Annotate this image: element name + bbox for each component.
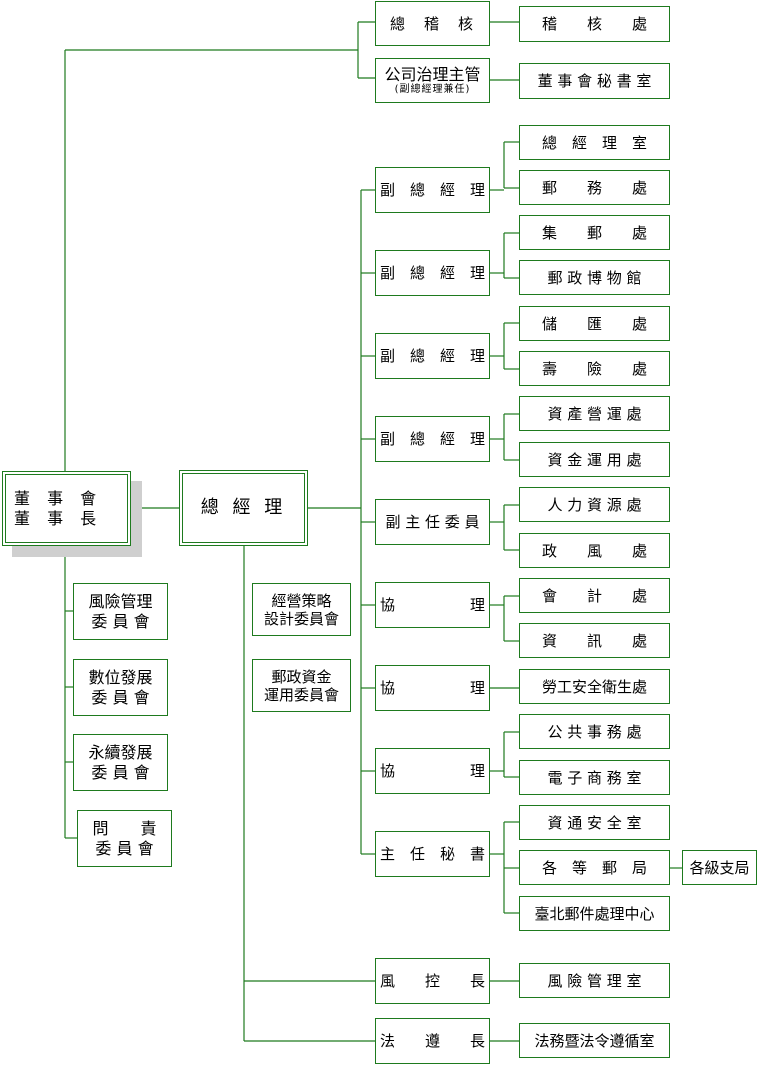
exec-label: 副 總 經 理 bbox=[379, 264, 485, 282]
committee-suffix: 委 員 會 bbox=[91, 762, 150, 782]
audit-chief-label: 總 稽 核 bbox=[389, 14, 475, 33]
chief-risk-officer-label: 風 控 長 bbox=[379, 972, 485, 990]
exec-deputy-gm-1[interactable]: 副 總 經 理 bbox=[375, 167, 490, 213]
committee-suffix: 運用委員會 bbox=[263, 685, 339, 704]
dept-cybersecurity[interactable]: 資 通 安 全 室 bbox=[519, 805, 670, 840]
exec-label: 副 主 任 委 員 bbox=[385, 513, 480, 531]
dept-savings-remittance[interactable]: 儲 匯 處 bbox=[519, 306, 670, 341]
exec-label: 協 理 bbox=[379, 679, 485, 697]
dept-labor-safety[interactable]: 勞工安全衛生處 bbox=[519, 669, 670, 704]
dept-label: 資 金 運 用 處 bbox=[547, 450, 642, 469]
exec-chief-secretary[interactable]: 主 任 秘 書 bbox=[375, 831, 490, 877]
exec-deputy-gm-3[interactable]: 副 總 經 理 bbox=[375, 333, 490, 379]
committee-name: 問 責 bbox=[92, 819, 157, 839]
general-manager-label: 總 經 理 bbox=[200, 497, 287, 519]
dept-information[interactable]: 資 訊 處 bbox=[519, 623, 670, 658]
dept-fund-management[interactable]: 資 金 運 用 處 bbox=[519, 442, 670, 477]
risk-office-label: 風 險 管 理 室 bbox=[547, 971, 642, 990]
dept-label: 會 計 處 bbox=[541, 586, 647, 605]
governance-officer-note: (副總經理兼任) bbox=[394, 84, 471, 96]
committee-name: 風險管理 bbox=[88, 592, 153, 612]
chairman-box[interactable]: 董 事 會 董 事 長 bbox=[2, 471, 131, 546]
committee-suffix: 委 員 會 bbox=[91, 611, 150, 631]
chief-risk-officer-box[interactable]: 風 控 長 bbox=[375, 958, 490, 1004]
dept-label: 臺北郵件處理中心 bbox=[534, 904, 655, 923]
committee-name: 郵政資金 bbox=[271, 667, 332, 686]
exec-assistant-gm-2[interactable]: 協 理 bbox=[375, 665, 490, 711]
audit-chief-box[interactable]: 總 稽 核 bbox=[375, 1, 490, 46]
risk-management-office[interactable]: 風 險 管 理 室 bbox=[519, 963, 670, 998]
compliance-office-label: 法務暨法令遵循室 bbox=[534, 1031, 655, 1050]
audit-dept-box[interactable]: 稽 核 處 bbox=[519, 6, 670, 42]
committee-strategy-design[interactable]: 經營策略 設計委員會 bbox=[252, 583, 351, 636]
committee-name: 永續發展 bbox=[88, 743, 153, 763]
dept-label: 總 經 理 室 bbox=[541, 133, 647, 152]
dept-taipei-mail-center[interactable]: 臺北郵件處理中心 bbox=[519, 896, 670, 931]
dept-label: 公 共 事 務 處 bbox=[547, 722, 642, 741]
general-manager-box[interactable]: 總 經 理 bbox=[179, 470, 308, 546]
committee-suffix: 設計委員會 bbox=[263, 609, 339, 628]
branch-offices-label: 各級支局 bbox=[689, 858, 750, 877]
chief-compliance-officer-box[interactable]: 法 遵 長 bbox=[375, 1018, 490, 1064]
dept-label: 資 訊 處 bbox=[541, 631, 647, 650]
exec-deputy-gm-4[interactable]: 副 總 經 理 bbox=[375, 416, 490, 462]
audit-dept-label: 稽 核 處 bbox=[541, 15, 647, 33]
dept-label: 資 產 營 運 處 bbox=[547, 404, 642, 423]
exec-label: 協 理 bbox=[379, 596, 485, 614]
chief-compliance-officer-label: 法 遵 長 bbox=[379, 1032, 485, 1050]
board-secretary-box[interactable]: 董 事 會 秘 書 室 bbox=[519, 63, 670, 99]
exec-deputy-gm-2[interactable]: 副 總 經 理 bbox=[375, 250, 490, 296]
dept-accounting[interactable]: 會 計 處 bbox=[519, 578, 670, 613]
dept-label: 郵 政 博 物 館 bbox=[547, 268, 642, 287]
dept-label: 儲 匯 處 bbox=[541, 314, 647, 333]
exec-label: 副 總 經 理 bbox=[379, 430, 485, 448]
dept-e-commerce[interactable]: 電 子 商 務 室 bbox=[519, 760, 670, 795]
committee-accountability[interactable]: 問 責 委 員 會 bbox=[77, 810, 172, 867]
committee-sustainability[interactable]: 永續發展 委 員 會 bbox=[73, 734, 168, 791]
dept-label: 政 風 處 bbox=[541, 541, 647, 560]
dept-label: 電 子 商 務 室 bbox=[547, 768, 642, 787]
board-secretary-label: 董 事 會 秘 書 室 bbox=[537, 72, 652, 90]
exec-label: 副 總 經 理 bbox=[379, 347, 485, 365]
legal-compliance-office[interactable]: 法務暨法令遵循室 bbox=[519, 1023, 670, 1058]
exec-deputy-chair[interactable]: 副 主 任 委 員 bbox=[375, 499, 490, 545]
dept-label: 資 通 安 全 室 bbox=[547, 813, 642, 832]
committee-name: 經營策略 bbox=[271, 591, 332, 610]
exec-assistant-gm-1[interactable]: 協 理 bbox=[375, 582, 490, 628]
committee-digital-development[interactable]: 數位發展 委 員 會 bbox=[73, 659, 168, 716]
dept-label: 壽 險 處 bbox=[541, 359, 647, 378]
exec-label: 副 總 經 理 bbox=[379, 181, 485, 199]
committee-suffix: 委 員 會 bbox=[91, 687, 150, 707]
dept-label: 勞工安全衛生處 bbox=[541, 677, 647, 696]
chairman-board-label: 董 事 會 bbox=[14, 489, 103, 509]
dept-civil-service-ethics[interactable]: 政 風 處 bbox=[519, 533, 670, 568]
committee-risk-management[interactable]: 風險管理 委 員 會 bbox=[73, 583, 168, 640]
exec-assistant-gm-3[interactable]: 協 理 bbox=[375, 748, 490, 794]
committee-suffix: 委 員 會 bbox=[95, 838, 154, 858]
dept-label: 集 郵 處 bbox=[541, 223, 647, 242]
committee-postal-fund[interactable]: 郵政資金 運用委員會 bbox=[252, 659, 351, 712]
exec-label: 協 理 bbox=[379, 762, 485, 780]
dept-human-resources[interactable]: 人 力 資 源 處 bbox=[519, 487, 670, 522]
committee-name: 數位發展 bbox=[88, 668, 153, 688]
exec-label: 主 任 秘 書 bbox=[379, 845, 485, 863]
dept-public-affairs[interactable]: 公 共 事 務 處 bbox=[519, 714, 670, 749]
branch-offices-box[interactable]: 各級支局 bbox=[682, 850, 757, 885]
governance-officer-box[interactable]: 公司治理主管 (副總經理兼任) bbox=[375, 58, 490, 103]
dept-life-insurance[interactable]: 壽 險 處 bbox=[519, 351, 670, 386]
dept-label: 郵 務 處 bbox=[541, 178, 647, 197]
dept-post-offices[interactable]: 各 等 郵 局 bbox=[519, 850, 670, 885]
chairman-title-label: 董 事 長 bbox=[14, 508, 103, 528]
dept-gm-office[interactable]: 總 經 理 室 bbox=[519, 125, 670, 160]
dept-label: 各 等 郵 局 bbox=[541, 858, 647, 877]
dept-postal-services[interactable]: 郵 務 處 bbox=[519, 170, 670, 205]
dept-asset-operations[interactable]: 資 產 營 運 處 bbox=[519, 396, 670, 431]
dept-philately[interactable]: 集 郵 處 bbox=[519, 215, 670, 250]
dept-label: 人 力 資 源 處 bbox=[547, 495, 642, 514]
dept-postal-museum[interactable]: 郵 政 博 物 館 bbox=[519, 260, 670, 295]
governance-officer-label: 公司治理主管 bbox=[384, 64, 481, 84]
